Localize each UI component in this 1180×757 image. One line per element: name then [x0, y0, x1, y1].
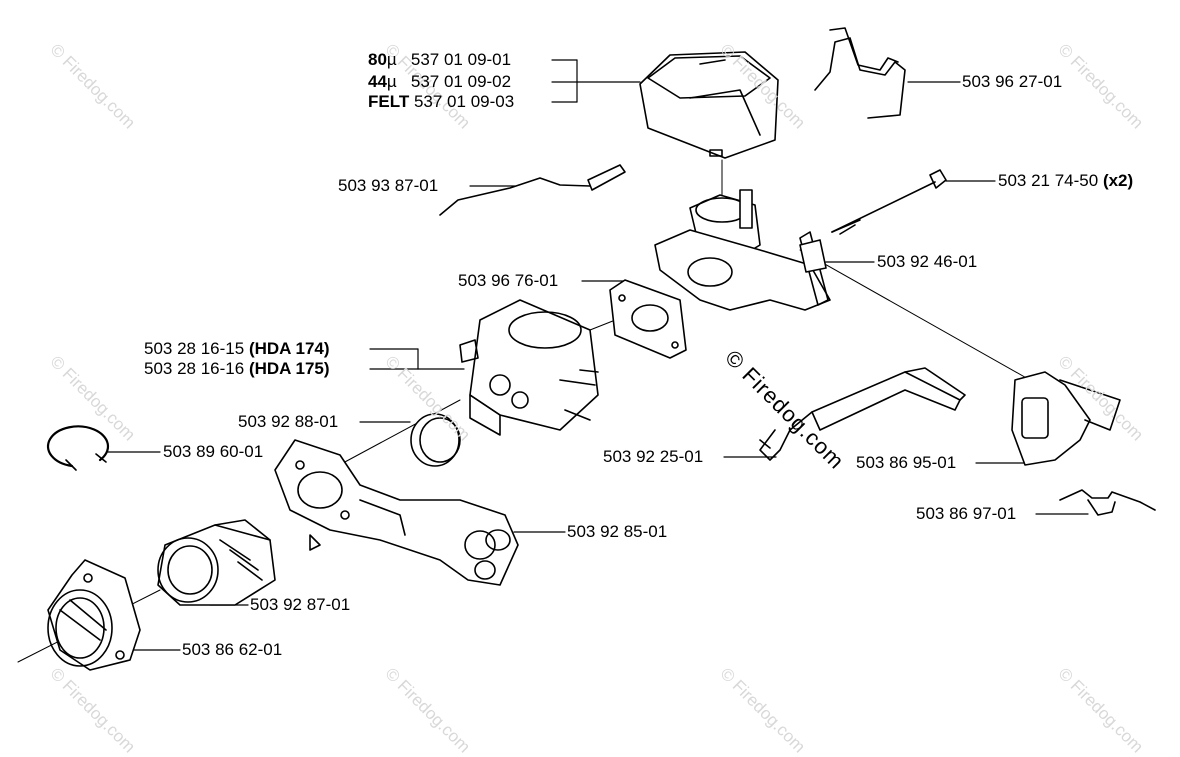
adapter-housing-part [654, 189, 831, 311]
part-label-gasket: 503 96 76-01 [458, 271, 559, 290]
ring-seal-part [410, 413, 461, 467]
part-label-ring-seal: 503 92 88-01 [238, 412, 339, 431]
parts-diagram [17, 27, 1156, 671]
circlip-part [46, 425, 110, 471]
part-label-filter-44: 44µ 537 01 09-02 [368, 72, 512, 91]
part-label-wire-rod: 503 93 87-01 [338, 176, 439, 195]
part-label-filter-felt: FELT 537 01 09-03 [368, 92, 515, 111]
part-label-circlip: 503 89 60-01 [163, 442, 264, 461]
bracket-part [1011, 371, 1121, 466]
part-label-bolt: 503 21 74-50 (x2) [998, 171, 1134, 190]
flange-part [47, 559, 141, 671]
intake-manifold-part [274, 439, 519, 586]
leader-lines [107, 59, 1089, 651]
part-label-carb-174: 503 28 16-15 (HDA 174) [144, 339, 330, 358]
clip-part [814, 27, 906, 119]
part-label-lever: 503 92 25-01 [603, 447, 704, 466]
part-label-clip: 503 96 27-01 [962, 72, 1063, 91]
part-label-flange: 503 86 62-01 [182, 640, 283, 659]
part-label-bracket: 503 86 95-01 [856, 453, 957, 472]
part-label-boot: 503 92 87-01 [250, 595, 351, 614]
air-filter-part [639, 51, 779, 159]
carburetor-part [459, 299, 599, 436]
part-label-filter-80: 80µ 537 01 09-01 [368, 50, 512, 69]
part-label-carb-175: 503 28 16-16 (HDA 175) [144, 359, 330, 378]
spring-part [1059, 489, 1156, 516]
part-label-intake-manifold: 503 92 85-01 [567, 522, 668, 541]
bolt-part [831, 169, 947, 235]
wire-rod-part [439, 164, 626, 216]
part-label-spring: 503 86 97-01 [916, 504, 1017, 523]
lever-part [759, 367, 966, 461]
part-label-bushing: 503 92 46-01 [877, 252, 978, 271]
gasket-part [609, 279, 687, 359]
bushing-part [799, 239, 827, 273]
boot-part [157, 519, 276, 606]
